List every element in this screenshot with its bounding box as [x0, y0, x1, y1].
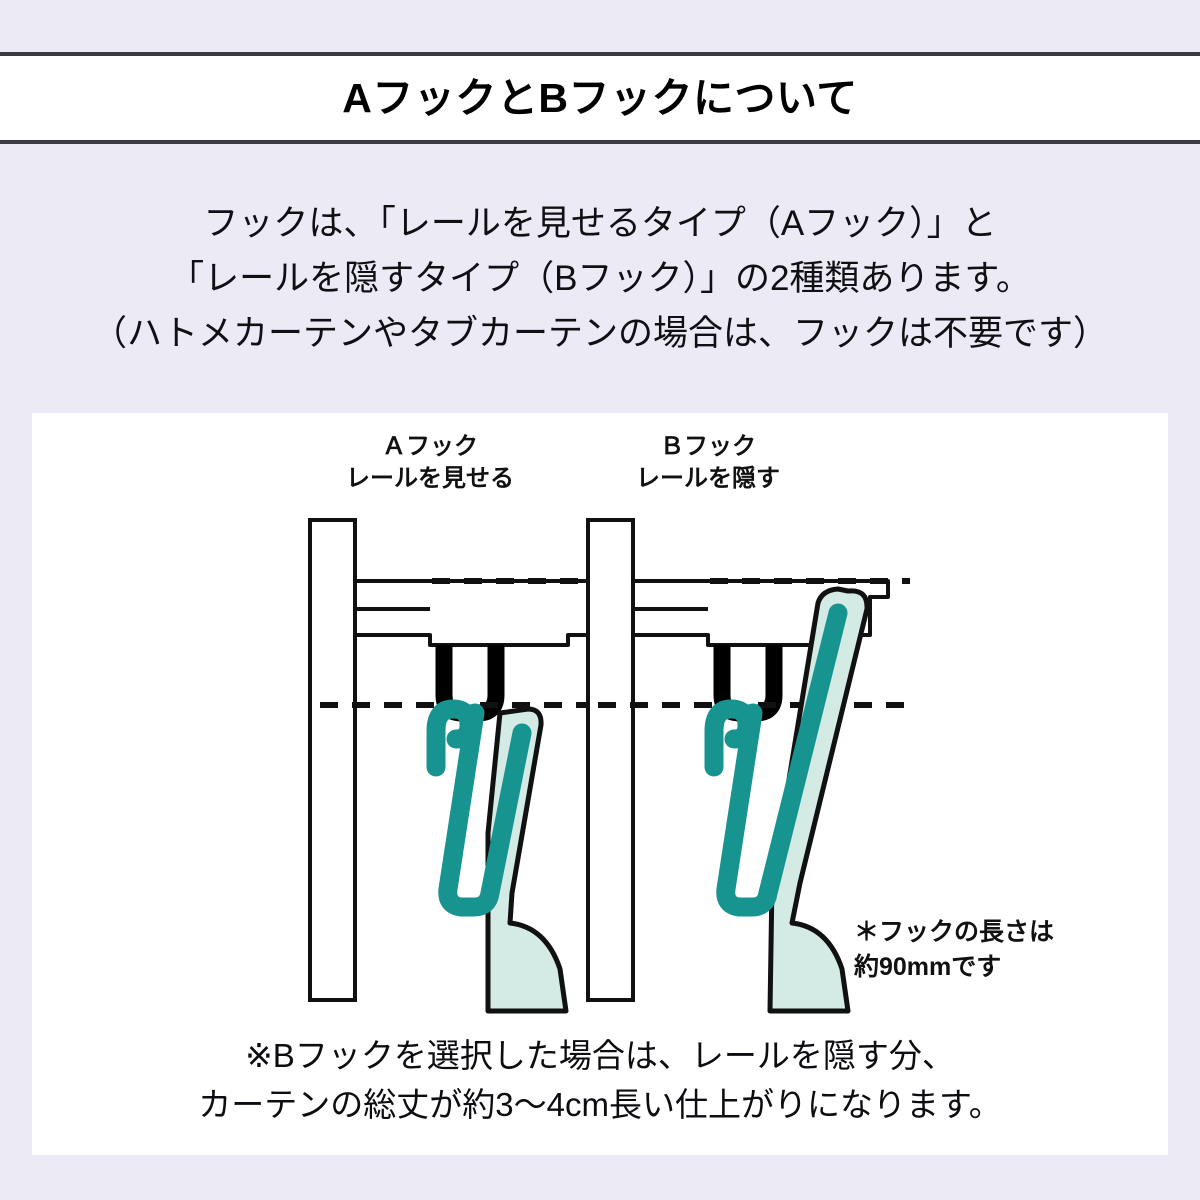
bottom-note-line-1: ※Bフックを選択した場合は、レールを隠す分、 — [245, 1037, 955, 1074]
a-rail-profile — [353, 579, 612, 647]
header-band: AフックとBフックについて — [0, 52, 1200, 144]
label-b-hook: Ｂフック レールを隠す — [588, 431, 828, 495]
bottom-note: ※Bフックを選択した場合は、レールを隠す分、 カーテンの総丈が約3〜4cm長い仕… — [32, 1031, 1168, 1129]
intro-paragraph: フックは、「レールを見せるタイプ（Aフック）」と 「レールを隠すタイプ（Bフック… — [0, 196, 1200, 361]
label-b-hook-title: Ｂフック — [660, 433, 756, 460]
hook-length-note-line-1: ＊フックの長さは — [854, 918, 1055, 946]
a-wall-column — [308, 518, 357, 1002]
hook-length-note-line-2: 約90mmです — [854, 953, 1002, 981]
intro-line-3: （ハトメカーテンやタブカーテンの場合は、フックは不要です） — [91, 314, 1109, 353]
a-hook-diagram — [308, 518, 632, 1014]
b-wall-column — [586, 518, 635, 1002]
page-title: AフックとBフックについて — [342, 74, 858, 121]
hook-illustration — [308, 518, 910, 1014]
hook-length-note: ＊フックの長さは 約90mmです — [854, 915, 1054, 985]
bottom-note-line-2: カーテンの総丈が約3〜4cm長い仕上がりになります。 — [198, 1086, 1002, 1123]
diagram-panel: Ａフック レールを見せる Ｂフック レールを隠す — [32, 413, 1168, 1155]
intro-line-1: フックは、「レールを見せるタイプ（Aフック）」と — [203, 204, 997, 243]
a-hook-shaft — [438, 703, 532, 917]
label-a-hook-title: Ａフック — [382, 433, 478, 460]
label-b-hook-subtitle: レールを隠す — [636, 465, 780, 492]
intro-line-2: 「レールを隠すタイプ（Bフック）」の2種類あります。 — [169, 259, 1031, 298]
label-a-hook: Ａフック レールを見せる — [310, 431, 550, 495]
b-curtain-fabric — [767, 586, 870, 1014]
label-a-hook-subtitle: レールを見せる — [346, 465, 514, 492]
b-hook-shaft — [716, 603, 848, 917]
b-hook-diagram — [586, 518, 910, 1014]
